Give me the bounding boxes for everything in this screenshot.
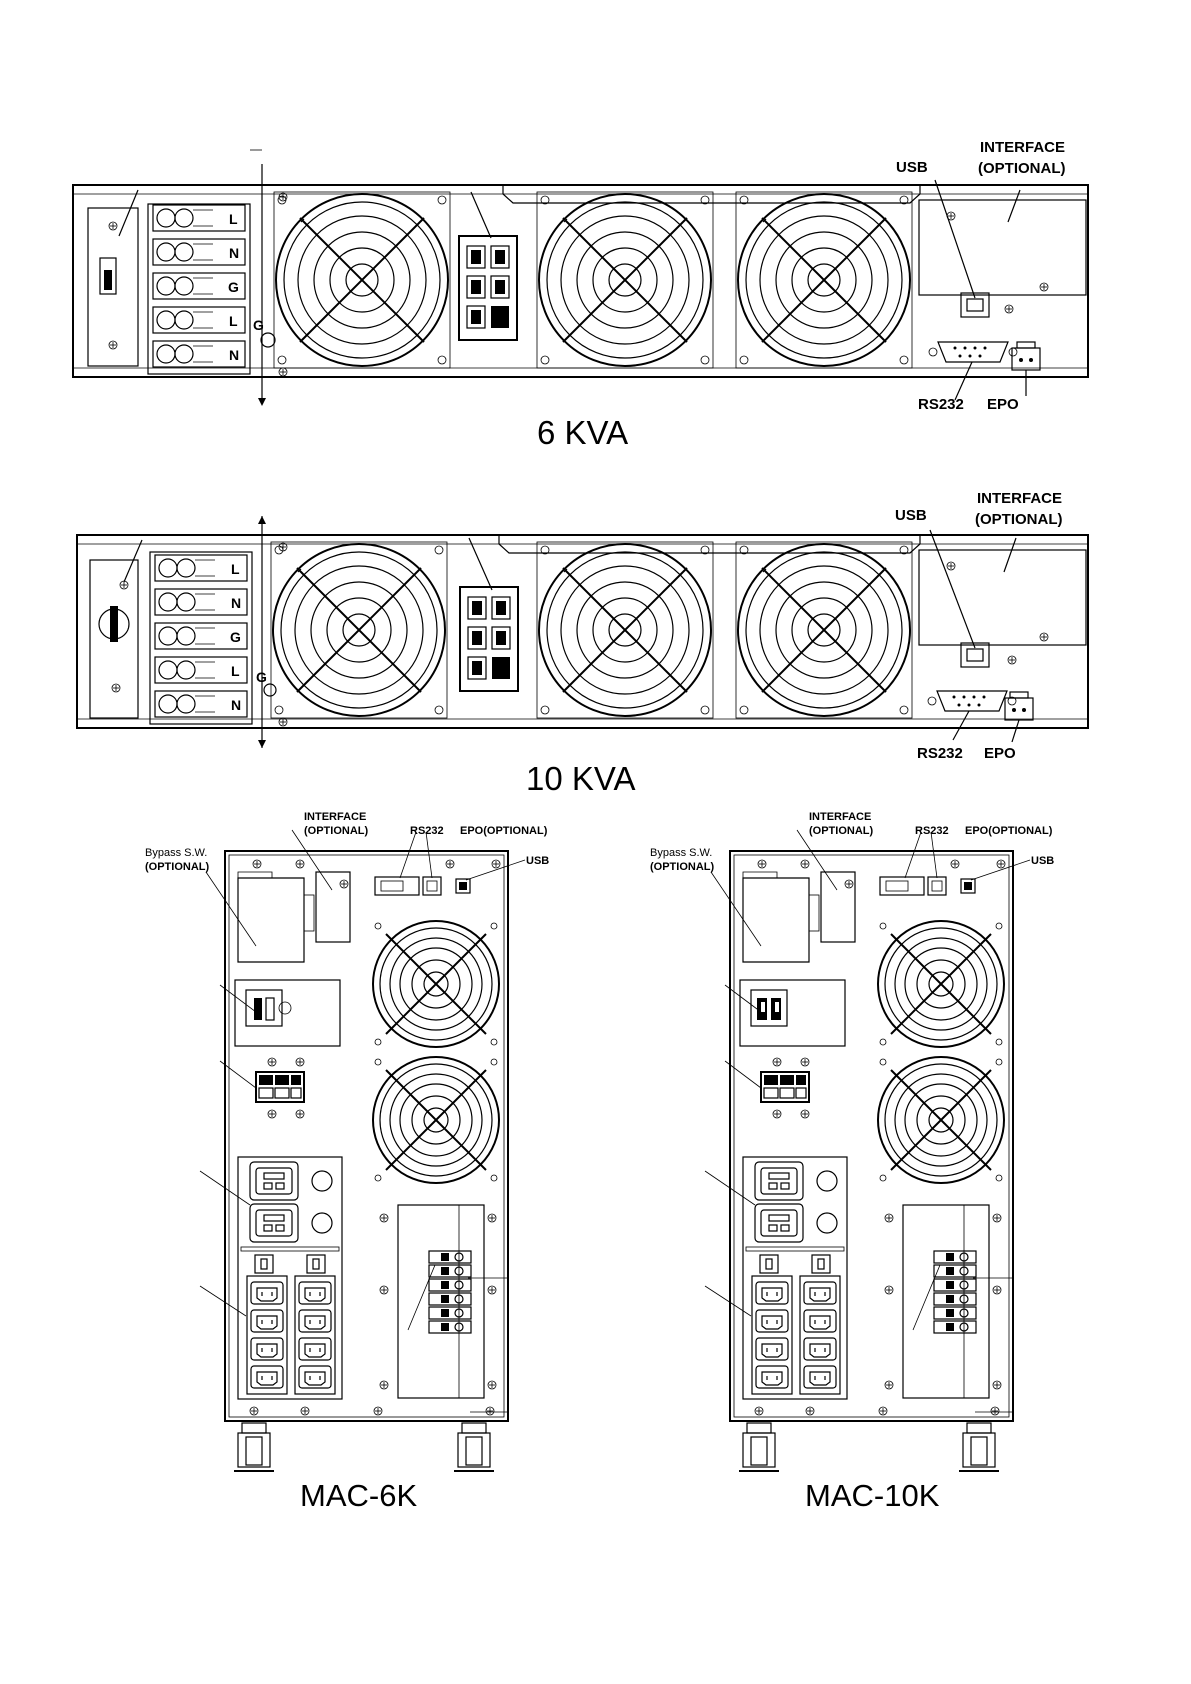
epo-label-mac6k: EPO(OPTIONAL) (460, 825, 548, 837)
rs232-label-mac10k: RS232 (915, 825, 949, 837)
usb-label-10kva: USB (895, 507, 927, 524)
rs232-label-mac6k: RS232 (410, 825, 444, 837)
interface-label-line2-mac6k: (OPTIONAL) (304, 825, 368, 837)
terminal-label-g-10kva: G (230, 629, 241, 645)
interface-label-line2-6kva: (OPTIONAL) (978, 160, 1066, 177)
usb-label-6kva: USB (896, 159, 928, 176)
interface-label-line1-6kva: INTERFACE (980, 139, 1065, 156)
epo-label-mac10k: EPO(OPTIONAL) (965, 825, 1053, 837)
rack-panel-10kva: L N G L N G (76, 490, 1089, 797)
terminal-label-n2-10kva: N (231, 697, 241, 713)
tower-panel-mac6k: INTERFACE (OPTIONAL) RS232 EPO(OPTIONAL)… (145, 811, 549, 1513)
interface-label-line1-mac10k: INTERFACE (809, 811, 871, 823)
terminal-label-l1-10kva: L (231, 561, 240, 577)
bypass-label-line2-mac10k: (OPTIONAL) (650, 861, 714, 873)
terminal-label-l1-6kva: L (229, 211, 238, 227)
bypass-label-line1-mac10k: Bypass S.W. (650, 847, 712, 859)
terminal-label-n2-6kva: N (229, 347, 239, 363)
terminal-label-n1-6kva: N (229, 245, 239, 261)
terminal-label-l2-6kva: L (229, 313, 238, 329)
rs232-label-10kva: RS232 (917, 745, 963, 762)
terminal-label-g-6kva: G (228, 279, 239, 295)
terminal-label-n1-10kva: N (231, 595, 241, 611)
epo-label-6kva: EPO (987, 396, 1019, 413)
interface-label-line2-mac10k: (OPTIONAL) (809, 825, 873, 837)
rs232-label-6kva: RS232 (918, 396, 964, 413)
panel-title-10kva: 10 KVA (526, 760, 635, 797)
ground-label-10kva: G (256, 669, 267, 685)
usb-label-mac10k: USB (1031, 855, 1054, 867)
epo-label-10kva: EPO (984, 745, 1016, 762)
bypass-label-line1-mac6k: Bypass S.W. (145, 847, 207, 859)
interface-label-line1-mac6k: INTERFACE (304, 811, 366, 823)
rack-panel-6kva: L N G L N G (72, 139, 1089, 451)
bypass-label-line2-mac6k: (OPTIONAL) (145, 861, 209, 873)
usb-label-mac6k: USB (526, 855, 549, 867)
tower-panel-mac10k: INTERFACE (OPTIONAL) RS232 EPO(OPTIONAL)… (650, 811, 1054, 1513)
interface-label-line1-10kva: INTERFACE (977, 490, 1062, 507)
panel-title-6kva: 6 KVA (537, 414, 628, 451)
terminal-label-l2-10kva: L (231, 663, 240, 679)
panel-title-mac10k: MAC-10K (805, 1478, 940, 1513)
panel-title-mac6k: MAC-6K (300, 1478, 417, 1513)
ground-label-6kva: G (253, 317, 264, 333)
interface-label-line2-10kva: (OPTIONAL) (975, 511, 1063, 528)
